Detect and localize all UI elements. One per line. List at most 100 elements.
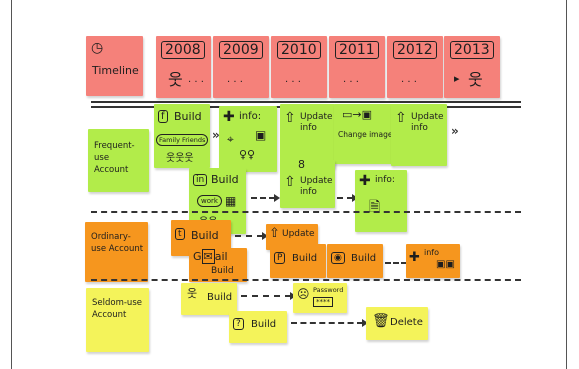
dashed-arrow — [241, 292, 296, 300]
timeline-label-note: ◷ Timeline — [86, 36, 143, 96]
frequent-note-update-3: 8 ⇧ Update info — [280, 158, 335, 208]
building-icon: in — [193, 174, 208, 186]
stick-figure-icon: 웃 — [468, 70, 483, 89]
up-arrow-icon: ⇧ — [284, 110, 296, 126]
clock-icon: ◷ — [91, 40, 104, 56]
ordinary-row-label-note: Ordinary-use Account — [85, 222, 148, 282]
app-icon: ◉ — [331, 252, 345, 264]
up-arrow-icon: ⇧ — [395, 110, 407, 126]
note-text: Family Friends — [156, 134, 209, 146]
facebook-icon: f — [158, 110, 168, 123]
year-label: 2009 — [219, 41, 263, 59]
row-label: Frequent-use Account — [94, 141, 135, 175]
people-icon: 웃 — [187, 287, 198, 300]
note-text: Build — [251, 319, 277, 330]
frequent-note-change-image: ▭→▣ Change image — [334, 104, 394, 164]
drinks-icon: ♀♀ — [239, 148, 256, 161]
frequent-note-info: ✚ info: ▣ ⌖ ♀♀ — [219, 106, 277, 172]
sticky-note-board-photo: ◷ Timeline 2008 웃 . . . 2009 . . . 2010 … — [13, 0, 566, 369]
ordinary-note-info: ✚ info ▣▣ — [406, 244, 460, 278]
note-text: Build — [174, 110, 202, 123]
year-label: 2013 — [450, 41, 494, 59]
ellipsis: . . . — [285, 74, 301, 85]
note-text: Update info — [300, 112, 333, 133]
document-icon: 🗎 — [369, 199, 381, 215]
trash-icon: 🗑 — [372, 313, 390, 329]
year-note-2010: 2010 . . . — [271, 36, 327, 98]
location-icon: ⌖ — [227, 132, 234, 146]
timeline-divider — [91, 101, 521, 103]
dashed-arrow — [385, 259, 412, 267]
chain-icon: 8 — [298, 158, 305, 171]
note-text: Build — [351, 253, 377, 264]
plus-icon: ✚ — [223, 109, 235, 125]
frequent-note-build-facebook: f Build Family Friends 웃웃웃 — [154, 104, 210, 168]
note-text: Update — [282, 229, 315, 239]
note-text: info: — [239, 111, 262, 122]
up-arrow-icon: ⇧ — [269, 226, 280, 241]
plus-icon: ✚ — [359, 173, 371, 189]
row-label: Ordinary-use Account — [91, 232, 144, 254]
ellipsis: . . . — [227, 74, 243, 85]
image-icon: ▣▣ — [436, 259, 455, 270]
seldom-row-label-note: Seldom-use Account — [86, 288, 149, 352]
year-note-2008: 2008 웃 . . . — [156, 36, 211, 98]
row-divider-dashed — [91, 211, 521, 213]
timeline-label: Timeline — [92, 64, 139, 77]
note-text: Build — [207, 292, 233, 303]
ordinary-note-build-pinterest: P Build — [270, 244, 326, 278]
note-text: info: — [375, 175, 395, 185]
help-icon: ? — [233, 318, 244, 330]
seldom-note-build: 웃 Build — [181, 283, 237, 315]
gmail-label: G✉ail — [193, 249, 228, 264]
frequent-note-info-2: ✚ info: 🗎 — [355, 170, 407, 232]
people-icon: 웃웃웃 — [166, 153, 194, 164]
note-text: Build — [211, 173, 239, 186]
year-note-2012: 2012 . . . — [387, 36, 443, 98]
image-icon: ▣ — [255, 128, 267, 142]
chevron-arrow-icon: » — [451, 124, 459, 138]
ellipsis: . . . — [188, 74, 204, 85]
seldom-note-build-2: ? Build — [229, 311, 287, 343]
note-text: Build — [191, 229, 219, 242]
frequent-note-update-2: ⇧ Update info — [391, 104, 447, 166]
left-frame-border — [0, 0, 12, 369]
note-text: info — [424, 248, 440, 257]
up-arrow-icon: ⇧ — [284, 174, 296, 190]
row-divider-dashed-2 — [91, 279, 521, 281]
dashed-arrow — [251, 194, 280, 202]
note-text: Password — [313, 286, 344, 294]
year-label: 2011 — [335, 41, 379, 59]
chevron-arrow-icon: » — [212, 128, 220, 142]
note-text: Change image — [338, 130, 393, 139]
seldom-note-delete: 🗑 Delete — [366, 307, 428, 340]
year-label: 2008 — [161, 41, 205, 59]
frequent-row-label-note: Frequent-use Account — [88, 129, 149, 192]
seldom-note-password: ☹ Password **** — [293, 283, 347, 313]
note-text: Update info — [300, 176, 333, 197]
dashed-arrow — [235, 232, 268, 240]
dashed-arrow — [337, 194, 358, 202]
year-note-2011: 2011 . . . — [329, 36, 385, 98]
twitter-icon: t — [175, 228, 185, 240]
frequent-note-update: ⇧ Update info — [280, 104, 335, 168]
ordinary-note-build-gmail: G✉ail Build — [189, 248, 247, 282]
pinterest-icon: P — [274, 252, 286, 264]
password-field-icon: **** — [313, 297, 333, 307]
dashed-arrow — [291, 319, 368, 327]
arrow-to-person-icon: ▸ — [454, 72, 460, 85]
year-label: 2012 — [393, 41, 437, 59]
note-text: work — [197, 195, 222, 207]
building-icon-2: ▦ — [225, 194, 237, 208]
note-text: Build — [292, 253, 318, 264]
stick-figure-icon: 웃 — [168, 70, 183, 89]
plus-icon: ✚ — [409, 250, 420, 265]
note-text: Build — [211, 266, 234, 276]
ordinary-note-build-2: ◉ Build — [327, 244, 383, 278]
row-label: Seldom-use Account — [92, 298, 142, 320]
year-note-2009: 2009 . . . — [213, 36, 269, 98]
image-icon: ▭→▣ — [342, 108, 373, 121]
ellipsis: . . . — [343, 74, 359, 85]
year-note-2013: 2013 ▸ 웃 — [444, 36, 500, 98]
right-frame-border — [566, 0, 579, 369]
